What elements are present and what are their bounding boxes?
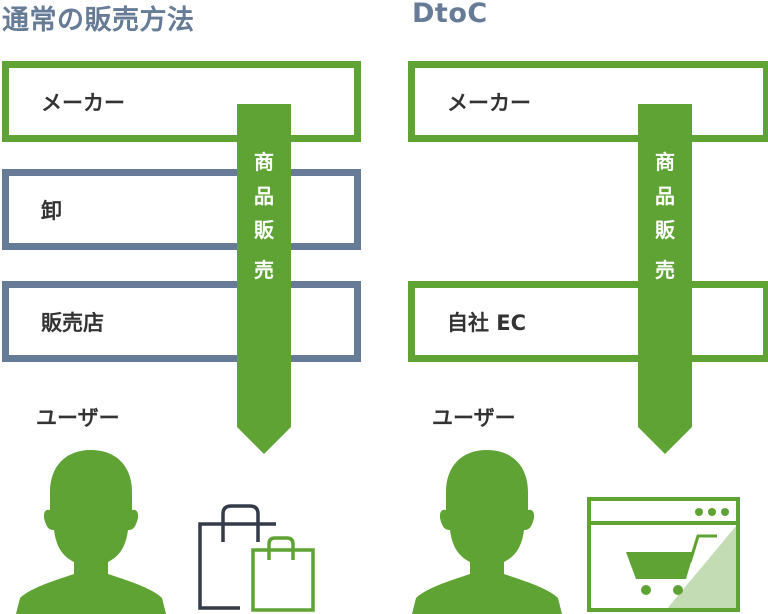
shopping-bags-icon bbox=[198, 504, 315, 612]
down-arrow-icon bbox=[237, 104, 291, 454]
right-maker-label: メーカー bbox=[447, 90, 531, 115]
left-maker-label: メーカー bbox=[41, 90, 125, 115]
arrow-char-4: 売 bbox=[655, 258, 675, 282]
left-sales-arrow: 商 品 販 売 bbox=[237, 104, 291, 454]
right-maker-box: メーカー bbox=[408, 61, 768, 142]
left-maker-box: メーカー bbox=[2, 61, 361, 142]
left-user-label: ユーザー bbox=[36, 406, 120, 430]
right-user-icon bbox=[412, 450, 562, 614]
down-arrow-icon bbox=[638, 104, 692, 454]
arrow-char-3: 販 bbox=[655, 218, 675, 242]
ec-browser-cart-icon bbox=[587, 497, 740, 612]
arrow-char-1: 商 bbox=[254, 150, 274, 174]
left-user-icon bbox=[16, 450, 166, 614]
arrow-char-2: 品 bbox=[655, 184, 675, 208]
own-ec-box: 自社 EC bbox=[408, 281, 768, 362]
left-title: 通常の販売方法 bbox=[2, 5, 195, 36]
retailer-label: 販売店 bbox=[41, 310, 104, 335]
own-ec-label: 自社 EC bbox=[447, 310, 527, 335]
right-title: DtoC bbox=[412, 0, 488, 29]
right-user-label: ユーザー bbox=[432, 406, 516, 430]
arrow-char-2: 品 bbox=[254, 184, 274, 208]
wholesaler-label: 卸 bbox=[41, 198, 62, 223]
wholesaler-box: 卸 bbox=[2, 169, 361, 250]
retailer-box: 販売店 bbox=[2, 281, 361, 362]
arrow-char-4: 売 bbox=[254, 258, 274, 282]
right-sales-arrow: 商 品 販 売 bbox=[638, 104, 692, 454]
arrow-char-1: 商 bbox=[655, 150, 675, 174]
arrow-char-3: 販 bbox=[254, 218, 274, 242]
